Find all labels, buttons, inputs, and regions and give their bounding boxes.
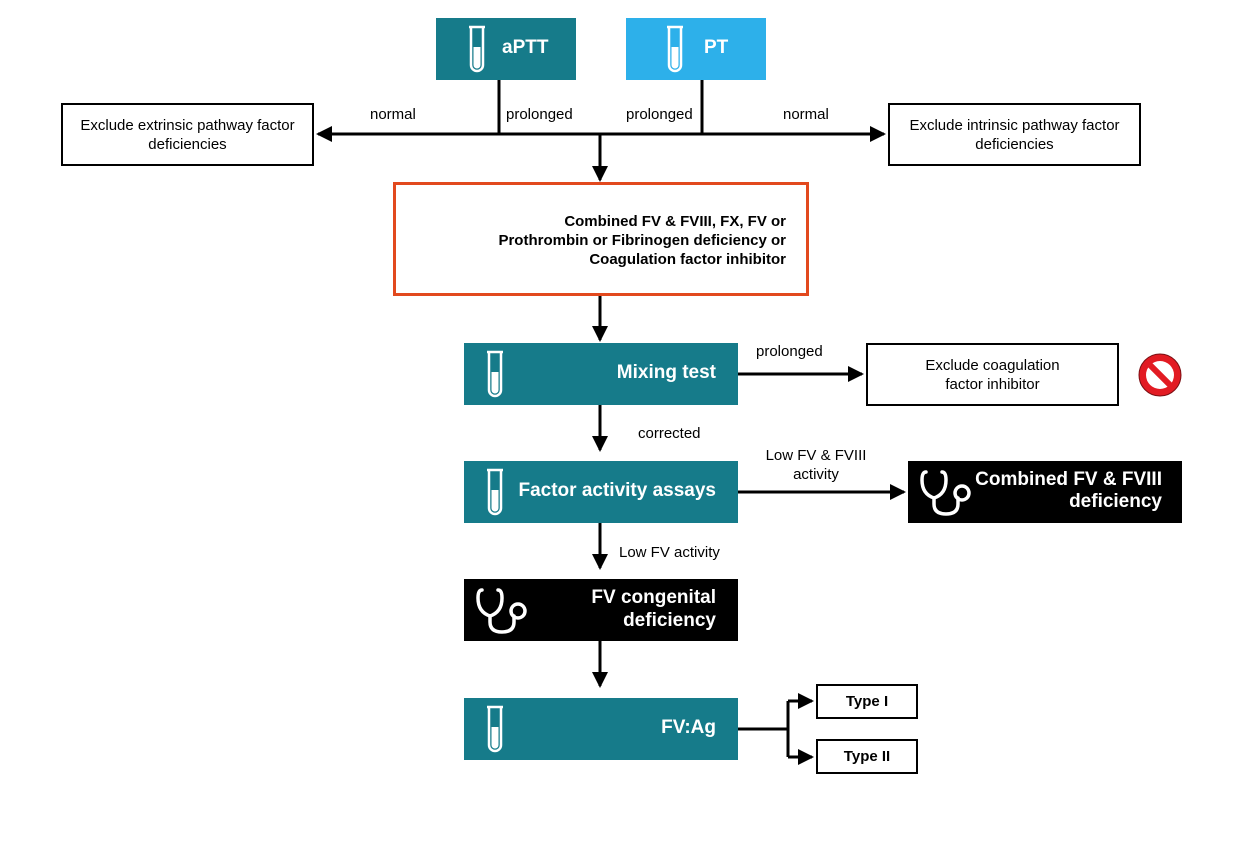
- stethoscope-icon: [920, 470, 971, 516]
- fv-congenital-line-1: FV congenital: [591, 587, 716, 608]
- mixing-test-label: Mixing test: [616, 362, 716, 383]
- exclude-inhibitor-box: Exclude coagulation factor inhibitor: [866, 343, 1119, 406]
- edge-label-mixing-corrected: corrected: [638, 425, 701, 442]
- combined-deficiency-box: Combined FV & FVIII deficiency: [908, 461, 1182, 523]
- edge-label-prolonged-pt: prolonged: [626, 106, 693, 123]
- type-2-label: Type II: [843, 748, 891, 765]
- exclude-extrinsic-box: Exclude extrinsic pathway factor deficie…: [61, 103, 314, 166]
- edge-label-normal-right: normal: [783, 106, 829, 123]
- combined-deficiency-line-2: deficiency: [1069, 491, 1162, 512]
- exclude-extrinsic-text: Exclude extrinsic pathway factor deficie…: [80, 117, 295, 153]
- edge-label-low-fv-fviii-2: activity: [793, 466, 839, 483]
- pt-label: PT: [704, 37, 729, 58]
- aptt-test-box: aPTT: [436, 18, 576, 80]
- edge-label-mixing-prolonged: prolonged: [756, 343, 823, 360]
- factor-assays-box: Factor activity assays: [464, 461, 738, 523]
- fvag-label: FV:Ag: [661, 717, 716, 738]
- differential-line-1: Combined FV & FVIII, FX, FV or: [564, 213, 786, 230]
- test-tube-icon: [487, 468, 503, 516]
- type-2-box: Type II: [816, 739, 918, 774]
- differential-line-2: Prothrombin or Fibrinogen deficiency or: [498, 232, 786, 249]
- combined-deficiency-line-1: Combined FV & FVIII: [975, 469, 1162, 490]
- exclude-intrinsic-box: Exclude intrinsic pathway factor deficie…: [888, 103, 1141, 166]
- differential-diagnosis-box: Combined FV & FVIII, FX, FV or Prothromb…: [393, 182, 809, 296]
- mixing-test-box: Mixing test: [464, 343, 738, 405]
- differential-line-3: Coagulation factor inhibitor: [589, 251, 786, 268]
- edge-label-low-fv-fviii-1: Low FV & FVIII: [765, 447, 867, 464]
- pt-test-box: PT: [626, 18, 766, 80]
- edge-label-normal-left: normal: [370, 106, 416, 123]
- edge-label-low-fv: Low FV activity: [619, 544, 720, 561]
- exclude-inhibitor-text: Exclude coagulation factor inhibitor: [925, 357, 1060, 393]
- stethoscope-icon: [476, 588, 527, 634]
- edge-label-prolonged-aptt: prolonged: [506, 106, 573, 123]
- fvag-test-box: FV:Ag: [464, 698, 738, 760]
- test-tube-icon: [667, 25, 683, 73]
- factor-assays-label: Factor activity assays: [518, 480, 716, 501]
- fv-congenital-box: FV congenital deficiency: [464, 579, 738, 641]
- test-tube-icon: [469, 25, 485, 73]
- test-tube-icon: [487, 705, 503, 753]
- test-tube-icon: [487, 350, 503, 398]
- type-1-label: Type I: [845, 693, 889, 710]
- fv-congenital-line-2: deficiency: [623, 610, 716, 631]
- exclude-intrinsic-text: Exclude intrinsic pathway factor deficie…: [909, 117, 1120, 153]
- type-1-box: Type I: [816, 684, 918, 719]
- aptt-label: aPTT: [502, 37, 549, 58]
- prohibited-icon: [1138, 353, 1182, 397]
